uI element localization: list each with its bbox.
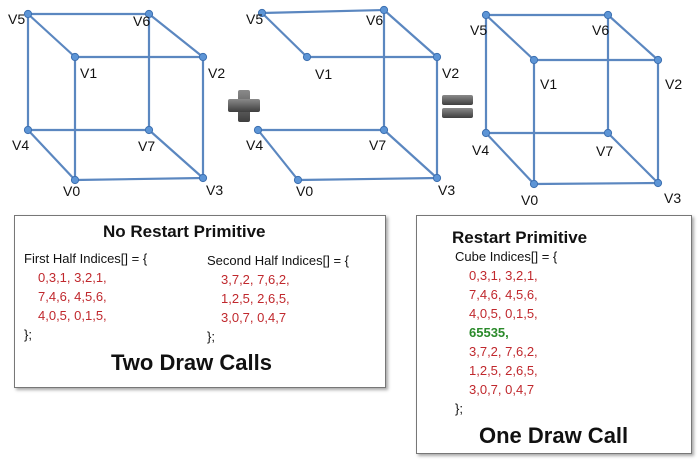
restart-panel: Restart Primitive Cube Indices[] = { 0,3…	[416, 215, 692, 454]
first-half-close: };	[24, 327, 32, 342]
one-draw-call-label: One Draw Call	[479, 423, 629, 448]
restart-title: Restart Primitive	[452, 228, 588, 247]
cube-indices: Cube Indices[] = { 0,3,1, 3,2,1, 7,4,6, …	[455, 247, 557, 418]
vertex-label: V1	[540, 76, 557, 92]
cube-indices-header: Cube Indices[] = {	[455, 249, 558, 264]
restart-index-value: 65535,	[469, 325, 509, 340]
vertex-label: V3	[664, 190, 681, 206]
vertex-label: V4	[472, 142, 489, 158]
vertex-label: V6	[592, 22, 609, 38]
vertex-label: V6	[133, 13, 150, 29]
vertex-label: V5	[8, 11, 25, 27]
vertex-label: V5	[246, 11, 263, 27]
vertex-label: V7	[369, 137, 386, 153]
index-row: 0,3,1, 3,2,1,	[469, 268, 538, 283]
vertex-label: V2	[442, 65, 459, 81]
vertex-label: V4	[12, 137, 29, 153]
equals-icon	[442, 95, 473, 118]
index-row: 1,2,5, 2,6,5,	[221, 291, 290, 306]
vertex-label: V5	[470, 22, 487, 38]
no-restart-title: No Restart Primitive	[103, 222, 266, 241]
vertex-label: V3	[438, 182, 455, 198]
index-row: 3,7,2, 7,6,2,	[221, 272, 290, 287]
cube-diagram: V5 V6 V1 V2 V4 V7 V0 V3 V5 V6 V1 V2	[8, 5, 682, 208]
vertex-label: V3	[206, 182, 223, 198]
vertex-label: V1	[315, 66, 332, 82]
vertex-label: V2	[208, 65, 225, 81]
cube-full-left: V5 V6 V1 V2 V4 V7 V0 V3	[8, 9, 225, 199]
index-row: 3,0,7, 0,4,7	[221, 310, 287, 325]
first-half-indices: First Half Indices[] = { 0,3,1, 3,2,1, 7…	[24, 249, 147, 344]
vertex-label: V0	[521, 192, 538, 208]
index-row: 1,2,5, 2,6,5,	[469, 363, 538, 378]
index-row: 7,4,6, 4,5,6,	[469, 287, 538, 302]
vertex-label: V4	[246, 137, 263, 153]
index-row: 3,0,7, 0,4,7	[469, 382, 535, 397]
vertex-label: V7	[596, 143, 613, 159]
cube-full-right: V5 V6 V1 V2 V4 V7 V0 V3	[470, 10, 682, 208]
cube-indices-close: };	[455, 401, 463, 416]
plus-icon	[228, 90, 260, 122]
index-row: 4,0,5, 0,1,5,	[38, 308, 107, 323]
vertex-label: V0	[63, 183, 80, 199]
first-half-header: First Half Indices[] = {	[24, 251, 148, 266]
index-row: 7,4,6, 4,5,6,	[38, 289, 107, 304]
vertex-label: V0	[296, 183, 313, 199]
vertex-label: V2	[665, 76, 682, 92]
index-row: 4,0,5, 0,1,5,	[469, 306, 538, 321]
second-half-close: };	[207, 329, 215, 344]
two-draw-calls-label: Two Draw Calls	[111, 350, 272, 375]
index-row: 0,3,1, 3,2,1,	[38, 270, 107, 285]
no-restart-panel: No Restart Primitive First Half Indices[…	[14, 215, 386, 388]
vertex-label: V7	[138, 138, 155, 154]
vertex-label: V6	[366, 12, 383, 28]
cube-second-half: V5 V6 V1 V2 V4 V7 V0 V3	[246, 5, 459, 199]
index-row: 3,7,2, 7,6,2,	[469, 344, 538, 359]
second-half-header: Second Half Indices[] = {	[207, 253, 350, 268]
second-half-indices: Second Half Indices[] = { 3,7,2, 7,6,2, …	[207, 251, 349, 346]
vertex-label: V1	[80, 65, 97, 81]
